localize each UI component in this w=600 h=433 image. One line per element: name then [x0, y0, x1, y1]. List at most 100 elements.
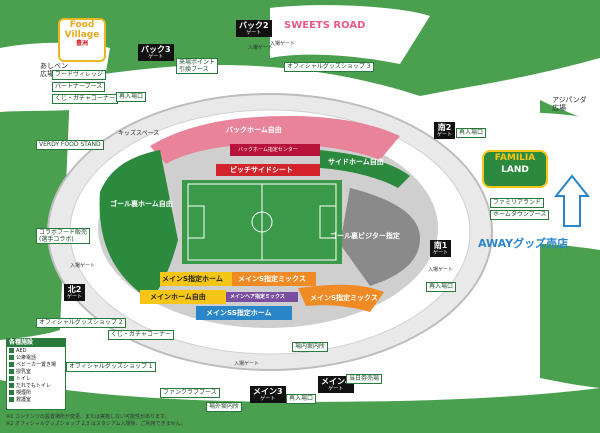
gate-south1-sub: ゲート [433, 250, 449, 256]
zone-main-hair-mix: メインヘア指定ミックス [230, 294, 285, 300]
facility-entry-gate-2: 入場ゲート [70, 263, 96, 269]
gate-main3-sub: ゲート [260, 396, 276, 402]
legend-item: だれでもトイレ [9, 383, 63, 390]
goal-home-free-zone [99, 150, 178, 300]
gate-back2-name: バック2 [239, 21, 269, 30]
ashiben-plaza-label: あしベン 広場 [40, 62, 68, 78]
goal-visitor-zone [340, 188, 420, 286]
pitch-left-box [187, 205, 205, 239]
facilities-legend: 各種施設 AED 公衆電話 ベビーカー置き場 授乳室 トイレ だれでもトイレ 喫… [6, 338, 66, 410]
gate-main3-name: メイン3 [253, 387, 283, 396]
zone-side-home-free: サイドホーム自由 [328, 158, 384, 166]
main-home-free-zone [140, 290, 226, 304]
facility-reentry-3[interactable]: 再入場口 [456, 128, 487, 138]
gate-south2-name: 南2 [437, 123, 452, 132]
away-goods-label: AWAYグッズ売店 [478, 237, 569, 250]
legend-item-label: 公衆電話 [16, 355, 37, 361]
familia-line-2: LAND [501, 165, 529, 175]
note-1: ※1 コンテンツの設置場所が変更、または実施しない可能性があります。 [6, 414, 170, 420]
legend-item-label: 喫煙所 [16, 390, 32, 396]
legend-item: 授乳室 [9, 369, 63, 376]
back-center-zone [230, 144, 320, 156]
facility-entry-gate-4: 入場ゲート [428, 267, 454, 273]
gate-south2-sub: ゲート [437, 132, 453, 138]
gate-north2-name: 北2 [67, 285, 82, 294]
facility-collab-food[interactable]: コラボフード販売 (選手コラボ) [36, 228, 91, 244]
zone-main-s-mix-2: メインS指定ミックス [310, 294, 378, 302]
legend-item: トイレ [9, 376, 63, 383]
facility-reentry-4[interactable]: 再入場口 [426, 282, 457, 292]
zone-goal-home-free: ゴール裏ホーム自由 [110, 200, 173, 208]
gate-north2-sub: ゲート [67, 294, 83, 300]
facility-food-village[interactable]: フードヴィレッジ [52, 70, 107, 80]
zone-goal-visitor: ゴール裏ビジター指定 [330, 232, 400, 240]
facility-reentry-1[interactable]: 再入場口 [116, 92, 147, 102]
nursing-room-icon [9, 369, 14, 374]
aed-icon [9, 348, 14, 353]
gate-back3-name: バック3 [141, 45, 171, 54]
note-2: ※2 オフィシャルグッズショップ 2,3 はスタジアム入場後、ご利用できません。 [6, 421, 186, 427]
facility-entry-gate-5: 入場ゲート [270, 41, 296, 47]
facility-verdy-food-stand[interactable]: VERDY FOOD STAND [36, 140, 104, 150]
main-s-home-zone [160, 272, 232, 286]
food-village-sub: 豊洲 [75, 40, 88, 47]
facility-partner-booth[interactable]: パートナーブース [52, 82, 106, 92]
main-ss-home-zone [196, 306, 292, 320]
facility-official-goods-3[interactable]: オフィシャルグッズショップ 3 [284, 62, 374, 72]
sweets-plaza [270, 5, 430, 65]
side-home-free-zone [320, 150, 410, 188]
gate-south1-name: 南1 [433, 241, 448, 250]
zone-main-s-home: メインS指定ホーム [162, 275, 223, 283]
food-village-logo: Food Village 豊洲 [58, 18, 106, 62]
facility-venue-guide[interactable]: 場内案内所 [292, 342, 329, 352]
gate-main4-sub: ゲート [328, 386, 344, 392]
legend-item: 喫煙所 [9, 390, 63, 397]
facility-kuji-gacha-1[interactable]: くじ・ガチャコーナー [52, 94, 118, 104]
legend-item: AED [9, 348, 63, 355]
main-s-mix-zone [232, 272, 316, 286]
main-s-mix-2-zone [298, 284, 384, 312]
facility-official-goods-1[interactable]: オフィシャルグッズショップ 1 [66, 362, 156, 372]
zone-pitch-side: ピッチサイドシート [230, 166, 293, 174]
familia-land-logo: FAMILIA LAND [482, 150, 548, 188]
facility-official-goods-2[interactable]: オフィシャルグッズショップ 2 [36, 318, 126, 328]
facility-venue-guide-2[interactable]: 場外案内所 [206, 402, 243, 412]
facility-point-exchange[interactable]: 来場ポイント 引換ブース [176, 58, 219, 74]
legend-item: 救護室 [9, 397, 63, 404]
toilet-icon [9, 376, 14, 381]
smoking-area-icon [9, 390, 14, 395]
facility-fan-club-booth[interactable]: ファンクラブブース [160, 388, 220, 398]
gate-main4-name: メイン4 [321, 377, 351, 386]
facility-same-day-ticket[interactable]: 当日券売場 [346, 374, 383, 384]
facility-familia-land[interactable]: ファミリアランド [490, 198, 545, 208]
phone-icon [9, 355, 14, 360]
legend-item: ベビーカー置き場 [9, 362, 63, 369]
pitch-center-circle [251, 211, 273, 233]
facility-kuji-gacha-2[interactable]: くじ・ガチャコーナー [108, 330, 174, 340]
zone-main-s-mix: メインS指定ミックス [238, 275, 306, 283]
legend-item-label: トイレ [16, 376, 32, 382]
pitch-side-zone [216, 164, 320, 176]
facility-home-town-booth[interactable]: ホームタウンブース [490, 210, 550, 220]
gate-back2-sub: ゲート [246, 30, 262, 36]
sweets-road-logo: SWEETS ROAD [284, 20, 366, 31]
legend-item: 公衆電話 [9, 355, 63, 362]
main-hair-mix-zone [226, 292, 298, 302]
legend-item-label: ベビーカー置き場 [16, 362, 57, 368]
legend-item-label: 授乳室 [16, 369, 32, 375]
food-village-line-2: Village [64, 30, 100, 40]
facility-reentry-2[interactable]: 再入場口 [286, 394, 317, 404]
legend-item-label: AED [16, 348, 27, 354]
first-aid-icon [9, 397, 14, 402]
gate-back3-sub: ゲート [148, 54, 164, 60]
zone-main-ss-home: メインSS指定ホーム [206, 309, 272, 317]
